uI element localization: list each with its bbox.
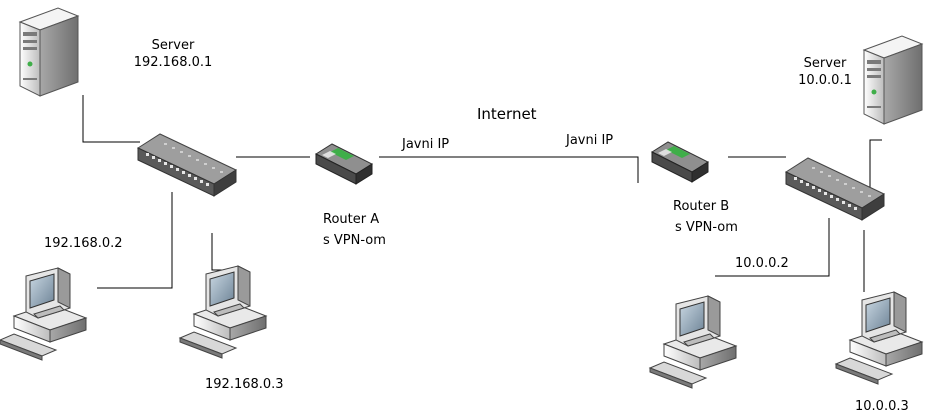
pc-right1-icon [649, 295, 737, 389]
pc-left2-icon [179, 265, 267, 359]
link-server-left-switch [82, 95, 140, 143]
pc-right2-ip: 10.0.0.3 [855, 399, 909, 414]
link-switch-right-pc1 [715, 218, 830, 277]
public-ip-a-label: Javni IP [402, 137, 450, 152]
link-internet [379, 156, 639, 183]
public-ip-b-label: Javni IP [566, 133, 614, 148]
router-a-icon [315, 143, 373, 185]
router-b-icon [651, 141, 709, 183]
server-left-ip: 192.168.0.1 [133, 55, 213, 70]
link-switch-right-server [869, 139, 882, 190]
server-right-icon [863, 35, 923, 125]
pc-right1-ip: 10.0.0.2 [735, 256, 789, 271]
router-a-label: Router A [323, 212, 380, 227]
pc-left1-ip: 192.168.0.2 [44, 236, 123, 251]
pc-left1-icon [0, 267, 87, 361]
server-right-title: Server [803, 56, 847, 71]
server-left-icon [19, 7, 79, 97]
pc-left2-ip: 192.168.0.3 [205, 377, 284, 392]
link-switch-left-pc1 [97, 192, 173, 289]
switch-right-icon [785, 157, 885, 221]
router-b-label: Router B [673, 199, 730, 214]
pc-right2-icon [835, 291, 923, 385]
connection-lines [82, 95, 882, 292]
internet-label: Internet [477, 105, 537, 123]
link-switch-left-pc2 [211, 233, 222, 271]
server-left-title: Server [151, 38, 195, 53]
switch-left-icon [137, 133, 237, 197]
router-b-sublabel: s VPN-om [675, 220, 738, 235]
router-a-sublabel: s VPN-om [323, 233, 386, 248]
server-right-ip: 10.0.0.1 [798, 73, 852, 88]
